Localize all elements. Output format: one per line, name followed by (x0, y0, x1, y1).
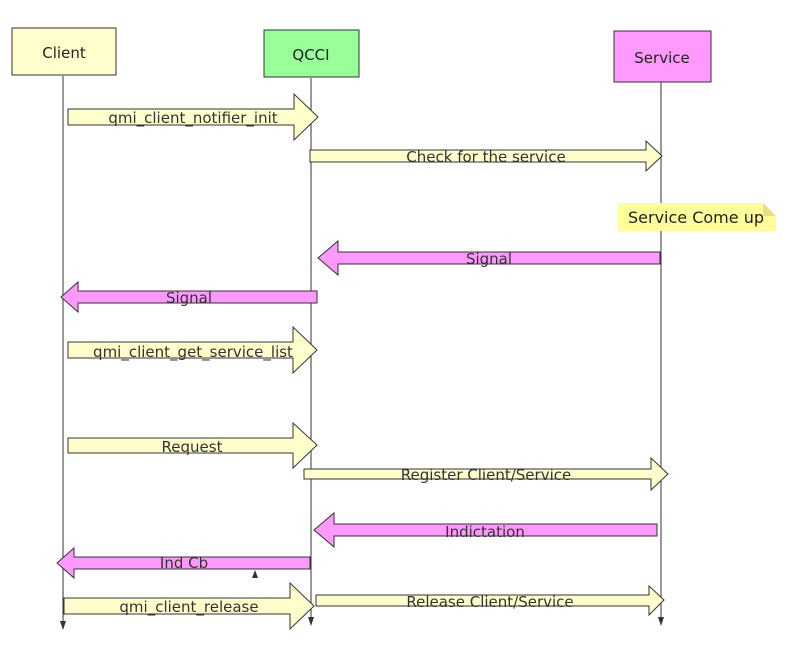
message-arrow (63, 581, 315, 631)
participant-qcci: QCCI (263, 29, 360, 78)
message-label: Indictation (445, 523, 525, 541)
message-label: Request (162, 438, 223, 456)
message-arrow (313, 511, 658, 549)
message-signal-service-to-qcci: Signal (317, 239, 661, 277)
message-release-client-service: Release Client/Service (315, 584, 665, 617)
participant-client-label: Client (42, 44, 86, 62)
message-label: Signal (166, 289, 212, 307)
message-request: Request (67, 421, 318, 470)
note-text: Service Come up (628, 208, 764, 227)
message-indictation: Indictation (313, 511, 658, 549)
participant-client: Client (11, 27, 117, 76)
note-fold (763, 203, 776, 216)
message-arrow (67, 92, 319, 142)
participant-qcci-label: QCCI (292, 46, 329, 64)
message-arrow (60, 280, 318, 314)
message-ind-cb: Ind Cb (56, 546, 311, 580)
lifeline-service-end (658, 617, 664, 626)
participant-service-box (613, 30, 712, 83)
participant-service: Service (613, 30, 712, 83)
note-body (618, 203, 776, 231)
message-qmi-client-release: qmi_client_release (63, 581, 315, 631)
lifeline-client-end (60, 621, 66, 630)
message-label: Check for the service (406, 148, 565, 166)
message-arrow (309, 139, 663, 173)
participant-service-label: Service (634, 49, 689, 67)
message-arrow (303, 456, 669, 492)
message-label: Register Client/Service (401, 466, 571, 484)
message-qmi-client-notifier-init: qmi_client_notifier_init (67, 92, 319, 142)
message-arrow (315, 584, 665, 617)
lifeline-qcci-end (308, 617, 314, 626)
message-qmi-client-get-service-list: qmi_client_get_service_list (67, 325, 318, 375)
message-label: qmi_client_release (119, 598, 258, 617)
message-check-for-the-service: Check for the service (309, 139, 663, 173)
message-arrow (67, 421, 318, 470)
message-arrow (56, 546, 311, 580)
note-service-come-up: Service Come up (618, 203, 776, 231)
message-label: qmi_client_notifier_init (108, 109, 277, 128)
message-arrow (67, 325, 318, 375)
participant-qcci-box (263, 29, 360, 78)
message-label: Signal (466, 250, 512, 268)
message-register-client-service: Register Client/Service (303, 456, 669, 492)
message-arrow (317, 239, 661, 277)
participant-client-box (11, 27, 117, 76)
message-label: qmi_client_get_service_list (93, 343, 293, 362)
message-label: Ind Cb (160, 554, 208, 572)
message-label: Release Client/Service (406, 593, 573, 611)
message-signal-qcci-to-client: Signal (60, 280, 318, 314)
cursor-marker (252, 570, 258, 578)
